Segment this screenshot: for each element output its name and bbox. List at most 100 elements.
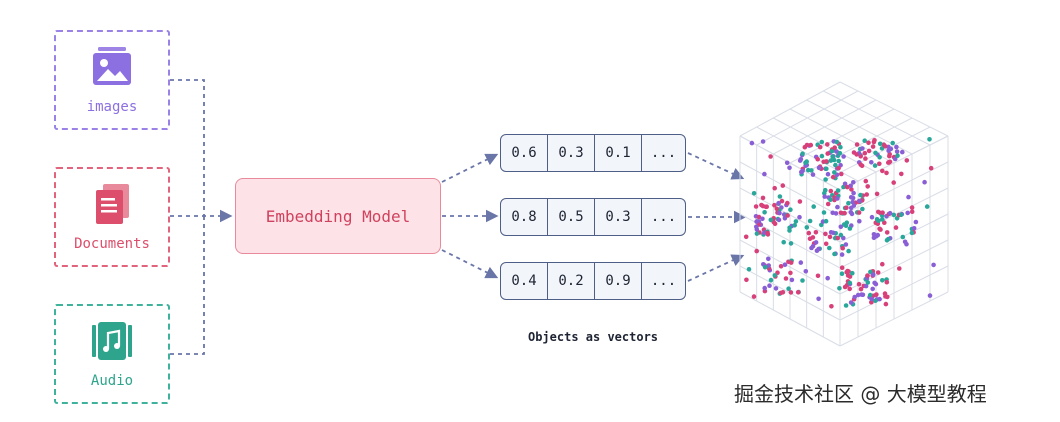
vector-point: [858, 192, 863, 198]
vector-point: [898, 212, 904, 218]
vector-point: [854, 142, 860, 147]
vector-point: [924, 204, 930, 209]
vector-point: [808, 142, 814, 148]
vectors-caption: Objects as vectors: [527, 330, 659, 344]
document-icon: [96, 184, 129, 224]
vector-point: [762, 285, 767, 291]
vector-point: [909, 205, 915, 210]
vector-point: [890, 140, 895, 146]
vector-point: [834, 139, 840, 145]
vector-point: [762, 210, 767, 215]
vector-cell: ...: [650, 145, 677, 161]
embedding-model-label: Embedding Model: [265, 206, 411, 226]
vector-point: [877, 161, 882, 167]
vector-point: [900, 234, 906, 240]
vector-point: [746, 267, 752, 272]
vector-point: [837, 150, 843, 156]
vector-cell: 0.6: [501, 135, 548, 171]
vector-point: [772, 185, 777, 191]
vector-point: [780, 183, 786, 188]
vector-point: [816, 296, 821, 302]
vector-point: [887, 210, 893, 216]
vector-point: [792, 223, 797, 228]
vector-cell: ...: [650, 209, 677, 225]
vector-point: [766, 256, 771, 262]
vector-point: [855, 292, 861, 298]
watermark: 掘金技术社区 @ 大模型教程: [734, 382, 987, 406]
vector-point: [882, 144, 888, 149]
vector-point: [868, 269, 873, 275]
vector-point: [842, 210, 847, 216]
vector-point: [839, 265, 845, 270]
vector-point: [749, 140, 755, 146]
vector-point: [882, 291, 888, 296]
vector-point: [762, 264, 768, 270]
vector-point: [825, 142, 830, 147]
vector-point: [847, 280, 853, 286]
vector-point: [816, 246, 821, 252]
vector-point: [789, 277, 795, 283]
vector-point: [848, 210, 854, 215]
vector-point: [793, 219, 799, 224]
vector-point: [766, 263, 771, 268]
vector-point: [859, 292, 864, 297]
vector-point: [813, 240, 819, 245]
vector-point: [836, 165, 841, 171]
vector-point: [804, 225, 810, 230]
vector-point: [810, 172, 816, 177]
vector-point: [906, 194, 911, 200]
vector-space-points: [743, 137, 936, 309]
vector-point: [884, 230, 890, 235]
vector-point: [848, 195, 854, 200]
arrow-to-vector-2: [441, 249, 499, 279]
vector-point: [904, 241, 909, 247]
vector-point: [774, 206, 780, 212]
vector-point: [797, 199, 803, 204]
vector-point: [860, 146, 865, 151]
vector-cell: 0.1: [595, 135, 642, 171]
vector-point: [875, 270, 881, 275]
vector-point: [751, 191, 757, 196]
vector-point: [795, 290, 801, 295]
vector-point: [832, 145, 837, 150]
vector-cell: 0.3: [595, 199, 642, 235]
vector-point: [863, 283, 869, 289]
vector-point: [838, 144, 843, 150]
vector-point: [815, 273, 821, 279]
vector-point: [863, 156, 868, 161]
vector-point: [858, 286, 864, 292]
vector-point: [787, 165, 792, 171]
vector-point: [832, 251, 837, 257]
vector-point: [824, 159, 829, 164]
vector-point: [847, 286, 852, 292]
vector-point: [754, 231, 760, 236]
vector-cell: 0.5: [548, 199, 595, 235]
vector-point: [830, 174, 836, 180]
vector-point: [777, 194, 783, 199]
vector-point: [897, 266, 902, 271]
vector-point: [836, 158, 841, 164]
vector-point: [772, 202, 777, 208]
music-icon: [92, 322, 132, 360]
vector-point: [851, 190, 856, 196]
vector-point: [880, 278, 885, 283]
vector-point: [839, 252, 845, 257]
vector-point: [822, 194, 827, 199]
vector-point: [884, 279, 890, 285]
input-label: Audio: [90, 373, 134, 389]
vector-point: [767, 283, 772, 288]
vector-point: [877, 226, 882, 232]
vector-point: [807, 218, 813, 224]
vector-point: [909, 230, 915, 236]
vector-point: [909, 209, 915, 214]
vector-point: [887, 153, 892, 159]
vector-point: [830, 154, 835, 159]
vector-point: [870, 144, 876, 149]
vector-point: [840, 245, 845, 251]
image-icon: [93, 47, 131, 85]
vector-point: [825, 171, 831, 177]
vector-point: [856, 281, 862, 287]
vector-point: [776, 200, 781, 206]
vector-point: [800, 151, 805, 156]
vector-point: [819, 153, 825, 159]
